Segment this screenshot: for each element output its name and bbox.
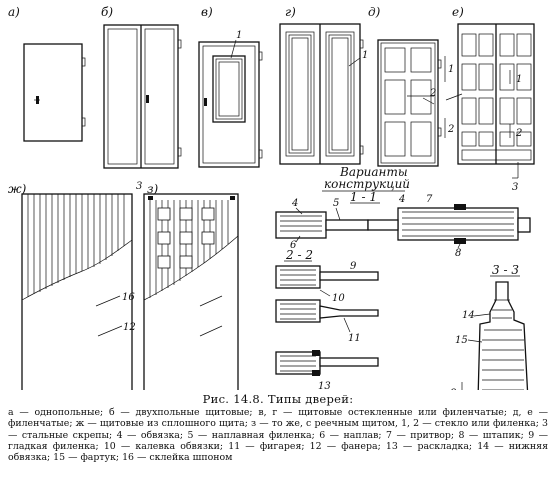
callout-1-panel: 1: [362, 50, 368, 61]
cut-mark-2b: 2: [515, 128, 522, 139]
dim-8: 8: [450, 388, 456, 390]
door-a-single: а): [8, 5, 86, 142]
callout-9: 9: [350, 261, 357, 272]
section-2-2-label: 2 - 2: [285, 248, 313, 262]
door-d-panelled: д) 1 2: [368, 5, 454, 167]
section-2-2: 2 - 2 9 10 11 13: [275, 248, 379, 390]
cut-mark-1b: 1: [516, 74, 522, 85]
door-v-glazed: в) 1: [198, 5, 263, 168]
door-types-figure: а) б) в) 1 г): [8, 5, 535, 390]
panel-label-a: а): [8, 5, 20, 19]
section-3-3-label: 3 - 3: [492, 263, 519, 277]
panel-label-v: в): [201, 5, 213, 19]
panel-label-g: г): [285, 5, 296, 19]
section-1-1: 4 5 4 7 6 8: [275, 194, 531, 259]
section-1-1-label: 1 - 1: [350, 190, 377, 204]
callout-11: 11: [348, 333, 361, 344]
callout-4a: 4: [291, 198, 298, 209]
callout-8: 8: [455, 248, 461, 259]
cut-mark-2a: 2: [447, 124, 454, 135]
callout-4b: 4: [398, 194, 405, 205]
door-z-slatted: з) 3: [136, 181, 239, 390]
door-e-panelled-double: е) 2 1 2 3: [429, 5, 535, 193]
panel-label-b: б): [101, 5, 113, 19]
figure-caption: Рис. 14.8. Типы дверей: а — однопольные;…: [8, 392, 548, 464]
callout-12: 12: [123, 322, 136, 333]
cut-mark-1a: 1: [448, 64, 454, 75]
callout-10: 10: [332, 293, 345, 304]
callout-15: 15: [455, 335, 468, 346]
variants-header: Варианты конструкций 1 - 1: [322, 165, 410, 204]
cut-mark-3a: 3: [512, 182, 518, 193]
caption-title: Рис. 14.8. Типы дверей:: [202, 392, 354, 406]
callout-16: 16: [122, 292, 135, 303]
callout-14: 14: [462, 310, 475, 321]
callout-13: 13: [318, 381, 331, 390]
callout-5: 5: [333, 198, 339, 209]
section-3-3: 3 - 3 8 14 15: [450, 263, 529, 390]
callout-6: 6: [290, 240, 297, 251]
callout-2-panels: 2: [429, 88, 436, 99]
variants-label-2: конструкций: [324, 177, 410, 191]
door-zh-solid: ж) 16 12: [8, 182, 136, 390]
panel-label-zh: ж): [8, 182, 27, 196]
panel-label-d: д): [368, 5, 381, 19]
callout-3-staples: 3: [136, 181, 142, 192]
callout-7: 7: [426, 194, 433, 205]
callout-1-glazing: 1: [236, 30, 242, 41]
variants-label-1: Варианты: [339, 165, 408, 179]
panel-label-e: е): [452, 5, 464, 19]
door-b-double: б): [101, 5, 182, 169]
caption-body: а — однопольные; б — двухпольные щитовые…: [8, 407, 548, 464]
panel-label-z: з): [147, 182, 159, 196]
door-g-double-panelled: г) 1: [279, 5, 368, 165]
